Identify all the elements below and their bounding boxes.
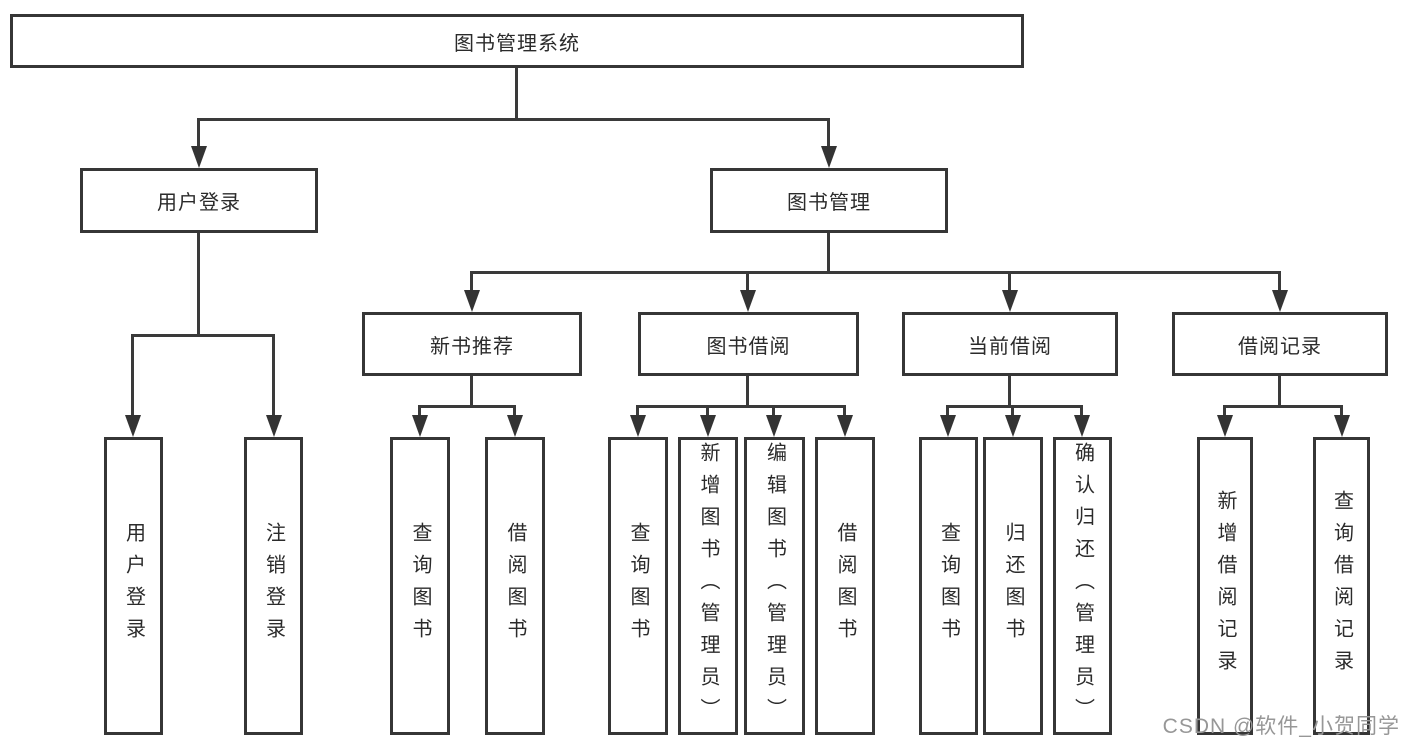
node-library-system: 图书管理系统 — [10, 14, 1024, 68]
connector-drop — [513, 405, 516, 415]
connector-drop-logout-leaf — [272, 334, 275, 415]
node-add-borrow-record: 新增借阅记录 — [1197, 437, 1253, 735]
node-confirm-return-admin: 确认归还（管理员） — [1053, 437, 1112, 735]
node-logout-leaf: 注销登录 — [244, 437, 303, 735]
arrowhead-icon — [1002, 290, 1018, 312]
node-book-management: 图书管理 — [710, 168, 948, 233]
arrowhead-icon — [821, 146, 837, 168]
connector-drop-records — [1278, 271, 1281, 290]
connector-drop — [1080, 405, 1083, 415]
arrowhead-icon — [1074, 415, 1090, 437]
connector-drop — [772, 405, 775, 415]
connector-newbook-stem — [470, 376, 473, 408]
connector-drop — [418, 405, 421, 415]
node-edit-books-admin: 编辑图书（管理员） — [744, 437, 805, 735]
node-query-books-current: 查询图书 — [919, 437, 978, 735]
node-query-books-recommend: 查询图书 — [390, 437, 450, 735]
connector-bookborrow-stem — [746, 376, 749, 408]
node-user-login-leaf: 用户登录 — [104, 437, 163, 735]
connector-bookmgmt-stem — [827, 233, 830, 274]
connector-drop-currentborrow — [1008, 271, 1011, 290]
connector-bookborrow-rail — [636, 405, 846, 408]
connector-bookmgmt-rail — [470, 271, 1281, 274]
node-user-login: 用户登录 — [80, 168, 318, 233]
node-return-books: 归还图书 — [983, 437, 1043, 735]
connector-userlogin-rail — [131, 334, 275, 337]
arrowhead-icon — [740, 290, 756, 312]
connector-drop — [1011, 405, 1014, 415]
arrowhead-icon — [266, 415, 282, 437]
arrowhead-icon — [191, 146, 207, 168]
node-borrow-books-recommend: 借阅图书 — [485, 437, 545, 735]
connector-newbook-rail — [418, 405, 516, 408]
node-query-borrow-record: 查询借阅记录 — [1313, 437, 1370, 735]
connector-drop — [843, 405, 846, 415]
arrowhead-icon — [125, 415, 141, 437]
connector-drop — [1340, 405, 1343, 415]
connector-root-stem — [515, 68, 518, 120]
connector-userlogin-stem — [197, 233, 200, 337]
connector-drop-bookborrow — [746, 271, 749, 290]
connector-drop — [946, 405, 949, 415]
arrowhead-icon — [766, 415, 782, 437]
node-new-book-recommendation: 新书推荐 — [362, 312, 582, 376]
arrowhead-icon — [1272, 290, 1288, 312]
watermark: CSDN @软件_小贺同学 — [1162, 715, 1400, 738]
arrowhead-icon — [1334, 415, 1350, 437]
connector-records-rail — [1223, 405, 1343, 408]
connector-drop — [636, 405, 639, 415]
connector-drop-newbook — [470, 271, 473, 290]
connector-drop-login-leaf — [131, 334, 134, 415]
arrowhead-icon — [1005, 415, 1021, 437]
node-borrowing-records: 借阅记录 — [1172, 312, 1388, 376]
connector-currentborrow-stem — [1008, 376, 1011, 408]
connector-root-rail — [197, 118, 830, 121]
arrowhead-icon — [1217, 415, 1233, 437]
connector-currentborrow-rail — [946, 405, 1083, 408]
node-add-books-admin: 新增图书（管理员） — [678, 437, 738, 735]
connector-drop — [706, 405, 709, 415]
connector-drop-user-login — [197, 118, 200, 146]
arrowhead-icon — [507, 415, 523, 437]
node-current-borrowing: 当前借阅 — [902, 312, 1118, 376]
arrowhead-icon — [940, 415, 956, 437]
connector-drop — [1223, 405, 1226, 415]
node-borrow-books-borrowing: 借阅图书 — [815, 437, 875, 735]
arrowhead-icon — [464, 290, 480, 312]
connector-drop-book-management — [827, 118, 830, 146]
arrowhead-icon — [837, 415, 853, 437]
arrowhead-icon — [630, 415, 646, 437]
arrowhead-icon — [412, 415, 428, 437]
node-book-borrowing: 图书借阅 — [638, 312, 859, 376]
connector-records-stem — [1278, 376, 1281, 408]
node-query-books-borrowing: 查询图书 — [608, 437, 668, 735]
arrowhead-icon — [700, 415, 716, 437]
